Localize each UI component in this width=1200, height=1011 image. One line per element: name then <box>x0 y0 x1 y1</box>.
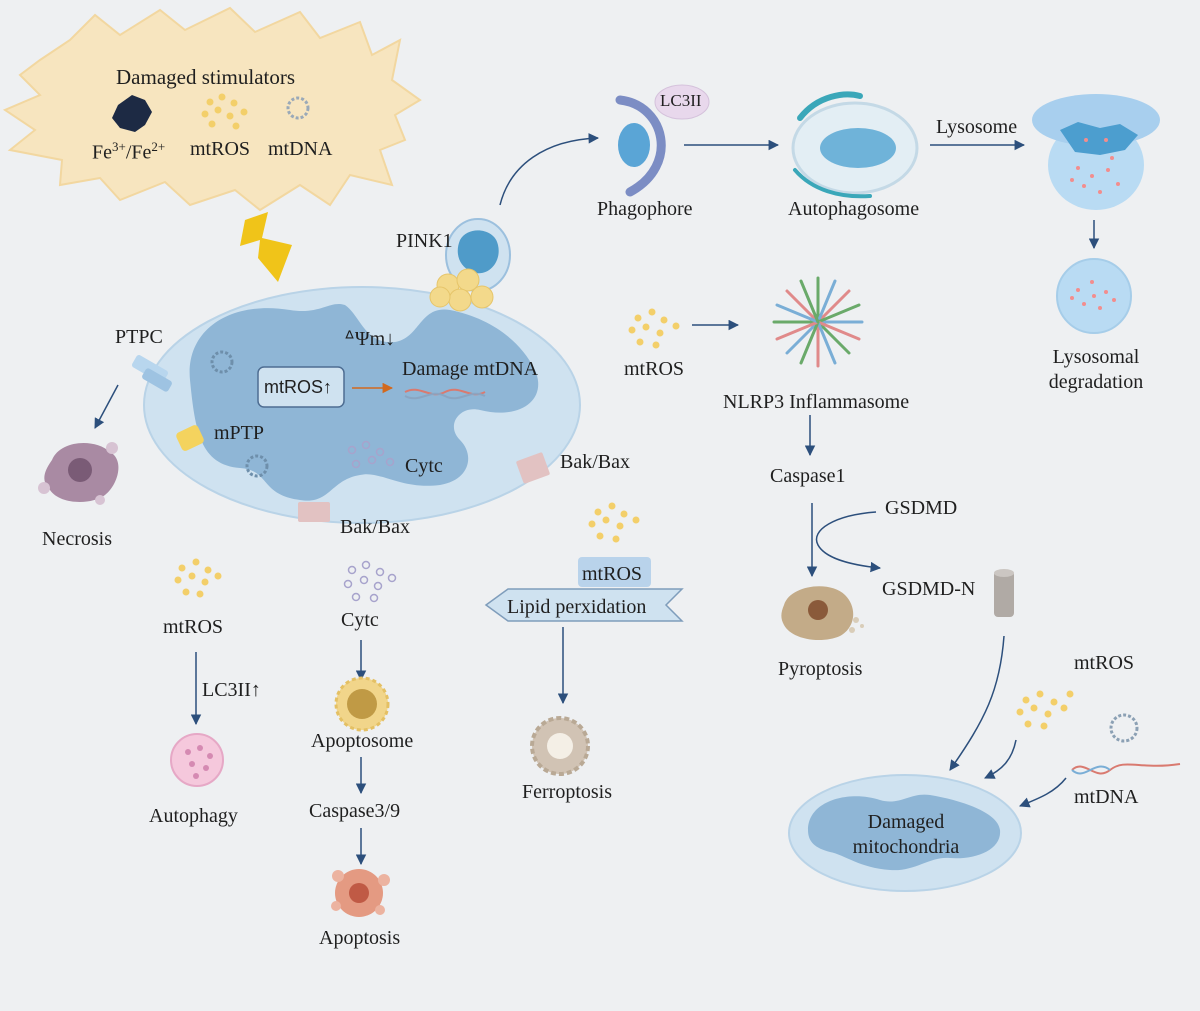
lysosome-label: Lysosome <box>936 116 1018 138</box>
gsdmd-n-pore-top <box>994 569 1014 577</box>
lysosome-content <box>1060 122 1138 155</box>
ros-dots-icon <box>588 502 640 543</box>
mtdna-ring-icon <box>286 96 310 120</box>
autophagosome-mito-icon <box>820 128 896 168</box>
phagophore-label: Phagophore <box>597 198 693 220</box>
mtdna-strand-icon <box>1071 763 1181 775</box>
apoptosome-label: Apoptosome <box>311 730 414 752</box>
pyroptosis-cell-icon <box>781 586 864 641</box>
mtdna-ring-icon <box>245 454 269 478</box>
autophagy-cell-icon <box>170 733 224 787</box>
mitochondrion-inner <box>189 303 539 501</box>
ros-dots-icon <box>174 558 222 598</box>
mtdna-ring-icon <box>210 350 234 374</box>
lysosomal-degradation-line1: Lysosomal <box>1052 346 1140 368</box>
nlrp3-inflammasome-icon <box>772 276 864 368</box>
degradation-dots-icon <box>1070 280 1116 310</box>
autophagy-mtros-label: mtROS <box>163 616 224 638</box>
autophagosome-label: Autophagosome <box>788 198 920 220</box>
damaged-mito-label-line1: Damaged <box>867 811 945 833</box>
ferroptosis-mtros-box <box>578 557 651 587</box>
lipid-peroxidation-banner <box>484 588 684 622</box>
pyroptosis-label: Pyroptosis <box>778 658 863 680</box>
lc3ii-up-label: LC3II↑ <box>202 679 261 701</box>
autophagy-vesicles-icon <box>185 745 213 779</box>
caspase39-label: Caspase3/9 <box>309 800 401 822</box>
bak-bax-right-label: Bak/Bax <box>560 451 630 473</box>
stimulator-mtros-label: mtROS <box>190 138 251 160</box>
mtros-box <box>257 366 345 408</box>
mptp-label: mPTP <box>214 422 265 444</box>
mtros-box-label: mtROS↑ <box>264 377 333 397</box>
phagophore-membrane <box>615 95 666 197</box>
pink1-cluster-icon <box>429 268 494 312</box>
lysosomal-degradation-line2: degradation <box>1048 371 1144 393</box>
gsdmd-n-label: GSDMD-N <box>882 578 976 600</box>
lightning-icon <box>240 212 292 282</box>
ptpc-icon <box>132 355 172 392</box>
bak-bax-bottom-label: Bak/Bax <box>340 516 410 538</box>
ros-dots-icon <box>201 93 248 130</box>
lc3ii-label: LC3II <box>660 91 702 110</box>
gsdmd-n-to-damaged-mito-arrow <box>949 635 1005 771</box>
iron-sup1: 3+ <box>112 139 126 154</box>
stimulator-mtdna-label: mtDNA <box>268 138 333 160</box>
iron-sup2: 2+ <box>151 139 166 154</box>
necrosis-cell-icon <box>38 442 119 505</box>
lc3ii-bubble <box>654 84 710 120</box>
lysosome-dots-icon <box>1070 138 1120 194</box>
damaged-mito-label-line2: mitochondria <box>852 836 960 858</box>
mtdna-to-damaged-mito-arrow <box>1019 777 1067 808</box>
cytc-dots-icon <box>343 560 397 603</box>
lipid-peroxidation-label: Lipid perxidation <box>507 596 647 618</box>
damaged-mitochondria-inner <box>808 794 1001 871</box>
autophagosome-membrane <box>797 91 863 121</box>
pink1-label: PINK1 <box>396 230 453 252</box>
nlrp3-label: NLRP3 Inflammasome <box>723 391 910 413</box>
apoptosis-label: Apoptosis <box>319 927 401 949</box>
damaged-dna-icon <box>404 392 486 400</box>
damaged-mito-mtros-label: mtROS <box>1074 652 1135 674</box>
nlrp3-mtros-label: mtROS <box>624 358 685 380</box>
damage-mtdna-label: Damage mtDNA <box>402 358 539 380</box>
iron-base: Fe <box>92 141 112 164</box>
autophagosome-membrane <box>793 168 872 199</box>
gsdmd-n-pore-icon <box>994 571 1014 617</box>
ros-dots-icon <box>628 308 680 349</box>
cytc-dots-icon <box>347 440 395 469</box>
mptp-channel <box>176 425 204 451</box>
pink1-to-phagophore-arrow <box>499 133 600 206</box>
bak-bax-right-pore <box>516 452 550 484</box>
ptpc-label: PTPC <box>115 326 163 348</box>
iron-mid: /Fe <box>125 141 152 164</box>
apoptosome-icon <box>334 676 390 732</box>
ferroptosis-mtros-label: mtROS <box>582 563 643 585</box>
iron-label: Fe3+/Fe2+ <box>92 139 166 164</box>
gsdmd-label: GSDMD <box>885 497 958 519</box>
caspase1-label: Caspase1 <box>770 465 846 487</box>
autophagy-label: Autophagy <box>149 805 238 827</box>
cytc-mito-label: Cytc <box>405 455 443 477</box>
gsdmd-cleavage-arrow <box>815 511 882 573</box>
ptpc-to-necrosis-arrow <box>94 384 119 429</box>
apoptosis-cytc-label: Cytc <box>341 609 379 631</box>
necrosis-label: Necrosis <box>42 528 112 550</box>
ferroptosis-label: Ferroptosis <box>522 781 612 803</box>
mtdna-ring-icon <box>1109 713 1139 743</box>
bak-bax-bottom-pore <box>298 502 330 522</box>
apoptosis-cell-icon <box>331 869 390 917</box>
stimulators-title: Damaged stimulators <box>116 65 296 89</box>
ferroptosis-cell-icon <box>530 716 590 776</box>
mtros-to-damaged-mito-arrow <box>984 739 1017 779</box>
stimulator-cell <box>2 6 422 212</box>
phagophore-mito-icon <box>618 123 650 167</box>
delta-psi-label: ᐞΨm↓ <box>344 328 396 350</box>
damaged-mito-mtdna-label: mtDNA <box>1074 786 1139 808</box>
mtdna-strand-icon <box>1071 765 1111 775</box>
iron-particle-icon <box>112 95 152 132</box>
pink1-mitochondrion-inner <box>457 230 499 274</box>
ros-dots-icon <box>1016 690 1074 730</box>
